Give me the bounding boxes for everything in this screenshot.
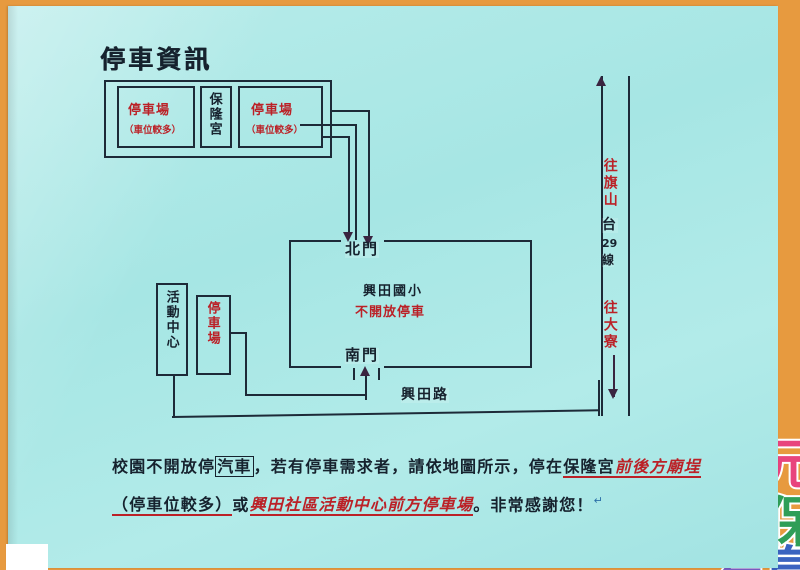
community-center-box xyxy=(156,283,188,376)
north-gate-label: 北門 xyxy=(345,240,380,258)
notice-boxed-car: 汽車 xyxy=(215,456,254,477)
temple-label: 保隆宮 xyxy=(206,92,222,137)
temple-box xyxy=(200,86,232,148)
parking-lot-left-label: 停車場 xyxy=(128,103,171,118)
notice-pilcrow: ↵ xyxy=(593,494,605,507)
parking-lot-left-box xyxy=(117,86,195,148)
xingtian-road-line xyxy=(171,409,600,418)
center-connector-vertical xyxy=(173,376,175,418)
highway-south-arrow xyxy=(608,389,618,399)
community-parking-lot-box xyxy=(196,295,231,375)
connector-line-c-horizontal xyxy=(323,136,348,138)
notice-seg-3: ，若有停車需求者，請依地圖所示，停在 xyxy=(253,457,564,476)
community-connector-horizontal xyxy=(231,332,245,334)
paper-corner-fold xyxy=(6,544,48,570)
parking-lot-right-sublabel: （車位較多） xyxy=(246,125,304,136)
connector-arrow-a xyxy=(363,236,373,246)
notice-capacity-note: （停車位較多） xyxy=(112,495,233,517)
xingtian-road-label: 興田路 xyxy=(401,387,449,403)
highway-north-arrow-stem xyxy=(601,86,603,116)
community-center-label: 活動中心 xyxy=(163,290,179,350)
notice-community-lot: 興田社區活動中心前方停車場 xyxy=(249,495,474,517)
parking-lot-left-sublabel: （車位較多） xyxy=(124,125,182,136)
highway-to-qishan-label: 往旗山 xyxy=(601,158,618,209)
parking-complex-outline xyxy=(104,80,332,158)
notice-seg-9: 。非常感謝您！ xyxy=(473,495,594,515)
south-gate-post-right xyxy=(378,368,380,380)
campus-top-wall-right xyxy=(384,240,532,242)
community-connector-to-road xyxy=(245,394,365,396)
highway-route-char: 台 xyxy=(602,217,618,233)
notice-temple-location: 前後方廟埕 xyxy=(614,457,701,478)
highway-to-daliao-label: 往大寮 xyxy=(601,300,618,351)
campus-bottom-wall-left xyxy=(289,366,341,368)
campus-top-wall-left xyxy=(289,240,341,242)
connector-line-c-vertical xyxy=(348,136,350,236)
highway-route-number: 29 xyxy=(602,237,618,250)
connector-line-a-horizontal xyxy=(332,110,368,112)
notice-paragraph: 校園不開放停汽車，若有停車需求者，請依地圖所示，停在保隆宮前後方廟埕 （停車位較多… xyxy=(112,450,712,522)
highway-route-suffix: 線 xyxy=(602,253,615,267)
connector-line-b-vertical xyxy=(355,124,357,240)
scanned-paper-sheet xyxy=(8,6,778,568)
parking-lot-right-box xyxy=(238,86,323,148)
school-name-label: 興田國小 xyxy=(363,284,424,299)
notice-seg-1: 校園不開放停 xyxy=(112,457,216,476)
highway-line-west xyxy=(601,76,603,416)
campus-bottom-wall-right xyxy=(384,366,532,368)
highway-north-arrow xyxy=(596,76,606,86)
campus-no-parking-note: 不開放停車 xyxy=(355,305,426,320)
community-connector-vertical xyxy=(245,332,247,394)
connector-line-a-vertical xyxy=(368,110,370,240)
connector-line-b-horizontal xyxy=(300,124,355,126)
campus-outline xyxy=(289,240,532,368)
highway-south-arrow-stem xyxy=(613,355,615,397)
notice-seg-7: 或 xyxy=(232,495,250,515)
south-gate-entry-arrow xyxy=(360,366,370,376)
road-highway-junction xyxy=(598,380,600,416)
community-parking-lot-label: 停車場 xyxy=(204,301,220,346)
notice-temple-name: 保隆宮 xyxy=(563,457,615,478)
page-title: 停車資訊 xyxy=(100,45,213,74)
south-gate-entry-line xyxy=(365,372,367,400)
parking-lot-right-label: 停車場 xyxy=(251,103,294,118)
highway-line-east xyxy=(628,76,630,416)
south-gate-label: 南門 xyxy=(345,346,380,364)
south-gate-post-left xyxy=(353,368,355,380)
connector-arrow-c xyxy=(343,232,353,242)
